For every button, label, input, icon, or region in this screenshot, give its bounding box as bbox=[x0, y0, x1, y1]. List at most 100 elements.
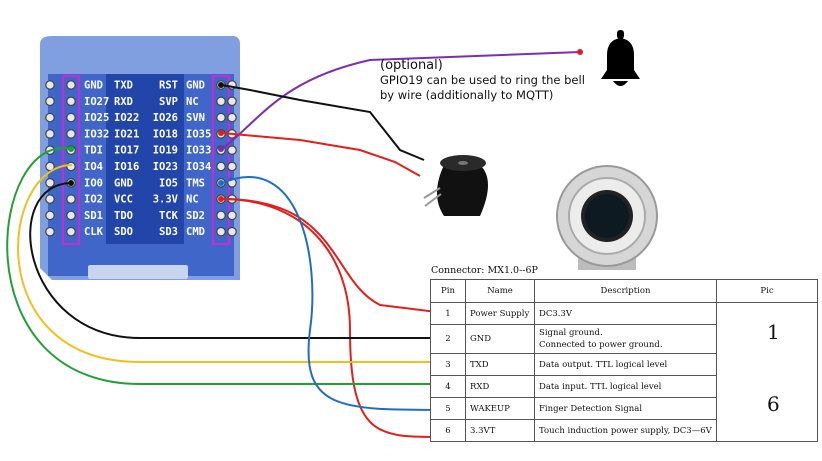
left-pin bbox=[66, 112, 76, 123]
left-pin-label: IO2 bbox=[84, 194, 103, 206]
name-cell: RXD bbox=[465, 375, 535, 398]
right-pin-label: IO34 bbox=[186, 161, 211, 173]
name-cell: TXD bbox=[465, 353, 535, 376]
connector-table: Pin Name Description Pic 1 Power Supply … bbox=[430, 279, 818, 442]
left-pin bbox=[66, 210, 76, 221]
left-pin bbox=[66, 80, 76, 90]
inner-left-label: IO21 bbox=[114, 128, 139, 140]
right-pin bbox=[216, 210, 226, 221]
outer-left-hole bbox=[45, 210, 55, 221]
wire-red-power bbox=[221, 198, 446, 314]
pin-cell: 1 bbox=[430, 302, 466, 325]
connector-title: Connector: MX1.0--6P bbox=[431, 265, 538, 276]
right-pin bbox=[216, 112, 226, 123]
right-pin bbox=[216, 161, 226, 172]
outer-left-hole bbox=[45, 226, 55, 237]
right-pin bbox=[216, 226, 226, 237]
right-pin-label: GND bbox=[186, 80, 205, 92]
optional-label: (optional) bbox=[380, 58, 443, 73]
right-pin-label: NC bbox=[186, 194, 199, 206]
desc-cell: Finger Detection Signal bbox=[534, 397, 717, 420]
left-pin-label: GND bbox=[84, 80, 103, 92]
wire-purple bbox=[221, 51, 581, 150]
wire-yellow bbox=[17, 164, 445, 363]
inner-left-label: VCC bbox=[114, 194, 133, 206]
pic-label-bottom: 6 bbox=[767, 392, 780, 416]
left-pin bbox=[66, 129, 76, 139]
wire-green bbox=[6, 147, 445, 385]
wires bbox=[6, 49, 583, 439]
outer-right-hole bbox=[227, 161, 237, 172]
inner-left-label: IO16 bbox=[114, 161, 139, 173]
header-description: Description bbox=[534, 279, 717, 303]
inner-left-label: TXD bbox=[114, 80, 133, 92]
outer-right-hole bbox=[227, 112, 237, 123]
bell-icon bbox=[601, 30, 640, 86]
optional-text: GPIO19 can be used to ring the bell by w… bbox=[380, 73, 585, 102]
desc-cell: Data output. TTL logical level bbox=[534, 353, 717, 376]
pic-label-top: 1 bbox=[767, 320, 780, 344]
desc-cell: Touch induction power supply, DC3—6V bbox=[534, 419, 717, 442]
desc-cell: DC3.3V bbox=[534, 302, 717, 325]
wire-endpoint bbox=[218, 196, 224, 202]
wire-black-buzzer bbox=[221, 84, 425, 161]
fingerprint-sensor-icon bbox=[556, 165, 658, 270]
left-pin-label: IO25 bbox=[84, 112, 109, 124]
inner-right-label: SD3 bbox=[159, 226, 178, 238]
left-pin-label: IO27 bbox=[84, 96, 109, 108]
right-header bbox=[212, 75, 230, 245]
header-pic: Pic bbox=[716, 279, 818, 303]
wire-endpoint bbox=[218, 82, 224, 88]
inner-right-label: SVP bbox=[159, 96, 178, 108]
inner-right-label: IO5 bbox=[159, 177, 178, 189]
outer-right-hole bbox=[227, 96, 237, 107]
name-cell: GND bbox=[465, 324, 535, 354]
left-pin-label: TDI bbox=[84, 145, 103, 157]
left-pin bbox=[66, 161, 76, 172]
desc-line-1: Signal ground. bbox=[539, 328, 603, 338]
optional-note: (optional) GPIO19 can be used to ring th… bbox=[380, 58, 600, 103]
wire-black-gnd bbox=[29, 182, 445, 339]
wire-red-buzzer bbox=[221, 132, 421, 177]
table-row: 6 3.3VT Touch induction power supply, DC… bbox=[430, 419, 818, 442]
right-pin-label: TMS bbox=[186, 177, 205, 189]
pin-cell: 3 bbox=[430, 353, 466, 376]
name-cell: WAKEUP bbox=[465, 397, 535, 420]
outer-left-hole bbox=[45, 129, 55, 139]
table-header-row: Pin Name Description Pic bbox=[430, 279, 818, 303]
pin-cell: 5 bbox=[430, 397, 466, 420]
left-header bbox=[62, 75, 80, 245]
table-row: 5 WAKEUP Finger Detection Signal bbox=[430, 397, 818, 420]
desc-cell: Signal ground. Connected to power ground… bbox=[534, 324, 717, 354]
inner-left-label: TDO bbox=[114, 210, 133, 222]
left-pin-label: SD1 bbox=[84, 210, 103, 222]
right-pin-label: SD2 bbox=[186, 210, 205, 222]
outer-left-hole bbox=[45, 178, 55, 188]
left-pin-label: IO0 bbox=[84, 177, 103, 189]
outer-left-hole bbox=[45, 112, 55, 123]
inner-left-label: GND bbox=[114, 177, 133, 189]
buzzer-icon bbox=[423, 155, 488, 216]
right-pin bbox=[216, 96, 226, 107]
name-cell: 3.3VT bbox=[465, 419, 535, 442]
right-pin-label: IO35 bbox=[186, 128, 211, 140]
outer-right-hole bbox=[227, 210, 237, 221]
left-pin bbox=[66, 226, 76, 237]
pin-cell: 6 bbox=[430, 419, 466, 442]
inner-right-label: IO23 bbox=[153, 161, 178, 173]
wire-endpoint bbox=[218, 130, 224, 136]
header-pin: Pin bbox=[430, 279, 466, 303]
header-name: Name bbox=[465, 279, 535, 303]
inner-right-label: IO26 bbox=[153, 112, 178, 124]
inner-right-label: 3.3V bbox=[153, 194, 179, 206]
outer-right-hole bbox=[227, 226, 237, 237]
inner-right-label: TCK bbox=[159, 210, 179, 222]
outer-left-hole bbox=[45, 80, 55, 90]
name-cell: Power Supply bbox=[465, 302, 535, 325]
inner-left-label: IO22 bbox=[114, 112, 139, 124]
inner-right-label: IO18 bbox=[153, 128, 178, 140]
right-pin-label: SVN bbox=[186, 112, 205, 124]
left-pin bbox=[66, 194, 76, 204]
